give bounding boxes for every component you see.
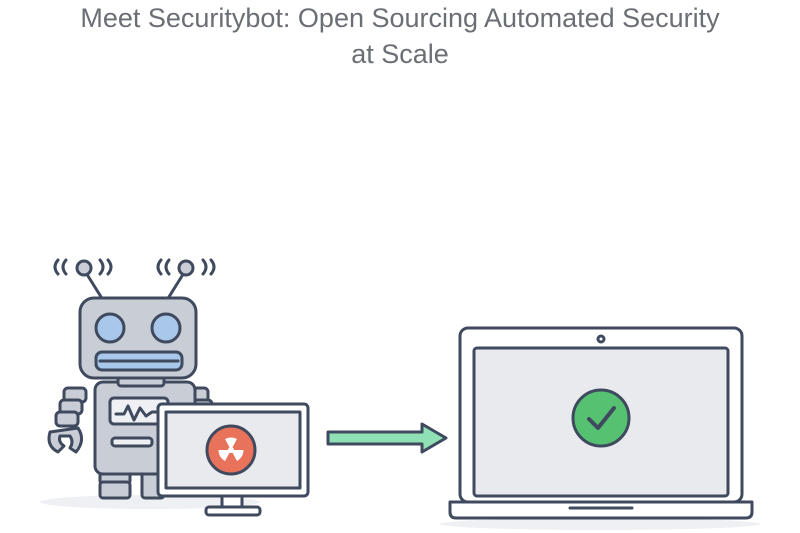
robot-eye-right bbox=[150, 312, 182, 344]
robot-eye-left bbox=[94, 312, 126, 344]
robot-chest-slot bbox=[110, 436, 154, 448]
arrow-right-icon bbox=[326, 422, 448, 454]
antenna-left-tip bbox=[75, 259, 93, 277]
page-title: Meet Securitybot: Open Sourcing Automate… bbox=[0, 0, 800, 72]
robot-arm-left bbox=[47, 386, 88, 454]
checkmark-icon bbox=[571, 388, 631, 448]
laptop-camera bbox=[596, 334, 606, 344]
signal-waves-right-icon bbox=[156, 258, 216, 276]
robot-icon bbox=[47, 258, 216, 500]
signal-waves-left-icon bbox=[53, 258, 113, 276]
monitor-icon bbox=[156, 402, 310, 517]
radiation-icon bbox=[205, 424, 257, 476]
page-title-line-2: at Scale bbox=[351, 39, 449, 69]
robot-foot-left bbox=[98, 480, 132, 500]
monitor-stand bbox=[204, 505, 262, 517]
laptop-shadow bbox=[440, 518, 760, 530]
heartbeat-icon bbox=[114, 404, 164, 422]
laptop-icon bbox=[448, 326, 754, 520]
antenna-right bbox=[165, 274, 184, 302]
antenna-right-tip bbox=[177, 259, 195, 277]
page-title-line-1: Meet Securitybot: Open Sourcing Automate… bbox=[80, 3, 720, 33]
laptop-base bbox=[448, 500, 754, 520]
robot-shadow bbox=[40, 495, 260, 509]
antenna-left bbox=[86, 274, 105, 302]
